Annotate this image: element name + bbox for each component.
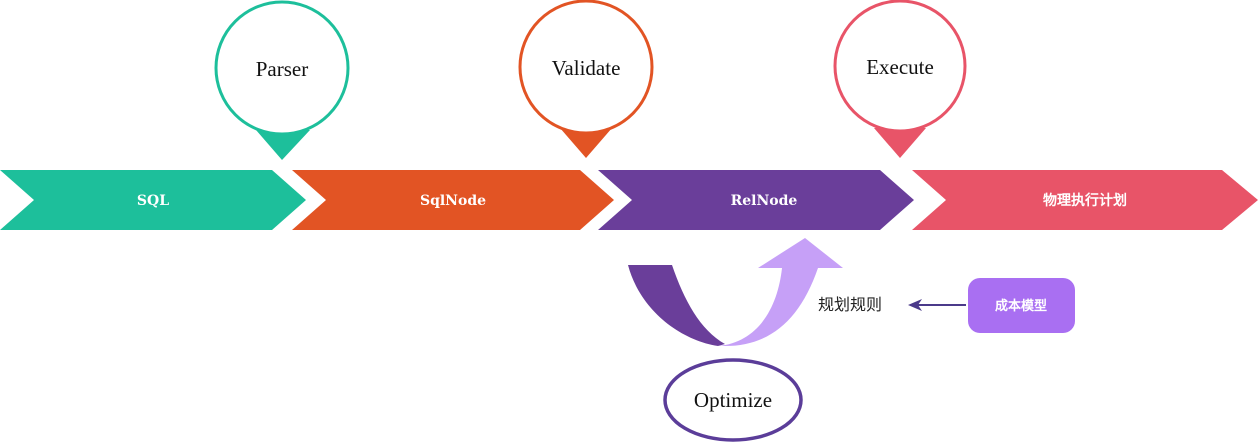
stage-relnode-chevron	[598, 170, 914, 230]
connector-arrowhead	[908, 299, 922, 311]
bubble-validate-circle	[518, 0, 654, 135]
stage-sqlnode-label: SqlNode	[420, 193, 486, 209]
optimize-up-arrow-icon	[718, 238, 843, 346]
bubble-parser-circle	[214, 0, 350, 136]
stage-sqlnode: SqlNode	[292, 170, 614, 230]
bubble-execute-pointer	[874, 128, 926, 158]
stage-sql: SQL	[0, 170, 306, 230]
bubble-validate-label: Validate	[552, 56, 621, 80]
stage-physical-plan: 物理执行计划	[912, 170, 1258, 230]
bubble-execute: Execute	[833, 0, 967, 158]
cost-model-rect	[968, 278, 1075, 333]
cost-to-rules-arrow-icon	[908, 299, 966, 311]
stage-physical-plan-label: 物理执行计划	[1043, 192, 1127, 209]
planning-rules-label: 规划规则	[818, 295, 882, 314]
optimize-down-arrow	[628, 265, 725, 346]
optimize-node: Optimize	[663, 358, 803, 442]
bubble-validate: Validate	[518, 0, 654, 158]
bubble-validate-pointer	[560, 128, 612, 158]
stage-sql-label: SQL	[137, 193, 169, 209]
cost-model-label: 成本模型	[995, 298, 1047, 314]
bubble-execute-circle	[833, 0, 967, 133]
optimize-ellipse	[663, 358, 803, 442]
bubble-parser: Parser	[214, 0, 350, 160]
bubble-parser-pointer	[256, 130, 310, 160]
optimize-label: Optimize	[694, 388, 772, 412]
stage-sqlnode-chevron	[292, 170, 614, 230]
stage-relnode-label: RelNode	[731, 193, 798, 209]
bubble-execute-label: Execute	[866, 55, 934, 79]
cost-model-box: 成本模型	[968, 278, 1075, 333]
stage-relnode: RelNode	[598, 170, 914, 230]
stage-physical-plan-chevron	[912, 170, 1258, 230]
bubble-parser-label: Parser	[256, 57, 308, 81]
stage-sql-chevron	[0, 170, 306, 230]
